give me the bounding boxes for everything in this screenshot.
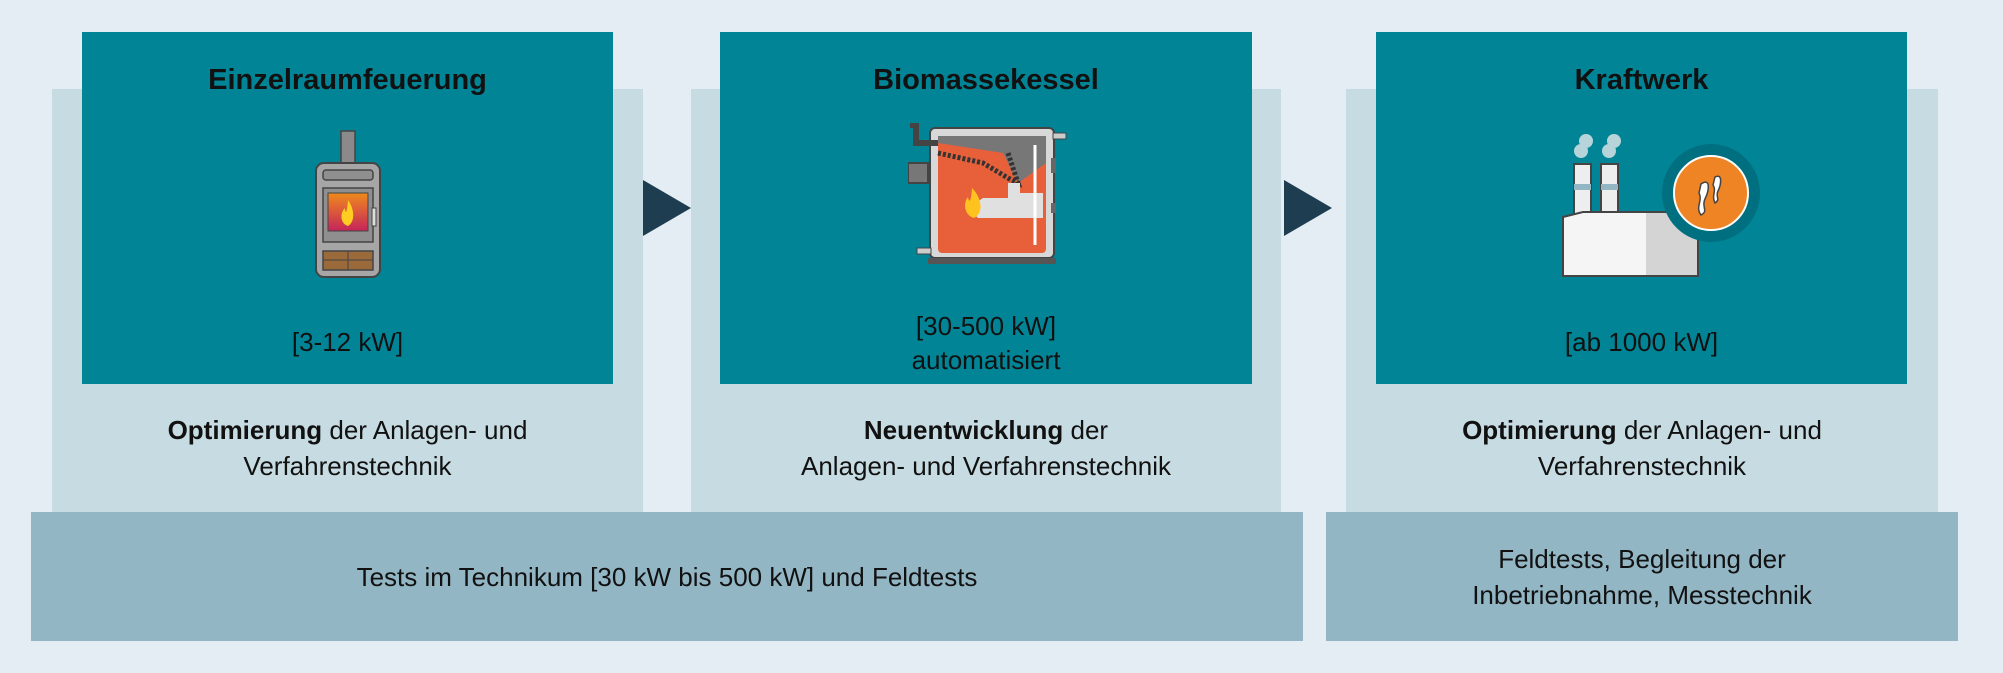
stage-range-2: [30-500 kW] xyxy=(915,311,1057,341)
stage-card-3: Kraftwerk [ab 1000 kW] xyxy=(1376,32,1907,384)
stage-description-2: Neuentwicklung der Anlagen- und Verfahre… xyxy=(691,412,1281,484)
desc-bold: Optimierung xyxy=(167,415,323,445)
stage-description-3: Optimierung der Anlagen- und Verfahrenst… xyxy=(1346,412,1938,484)
stove-icon xyxy=(315,130,381,278)
stage-range-2-subtitle: automatisiert xyxy=(911,345,1061,375)
bottom-bar-tests: Tests im Technikum [30 kW bis 500 kW] un… xyxy=(31,512,1303,641)
power-plant-icon xyxy=(1562,134,1760,277)
stage-title-2: Biomassekessel xyxy=(873,64,1099,96)
desc-bold: Optimierung xyxy=(1462,415,1617,445)
stage-title-3: Kraftwerk xyxy=(1574,64,1709,96)
desc-rest: der Anlagen- und xyxy=(322,415,528,445)
stage-title-1: Einzelraumfeuerung xyxy=(208,64,487,96)
desc-line2: Verfahrenstechnik xyxy=(1537,451,1747,481)
arrow-right-icon xyxy=(1284,180,1332,236)
desc-rest: der Anlagen- und xyxy=(1616,415,1822,445)
arrow-right-icon xyxy=(643,180,691,236)
stage-range-1: [3-12 kW] xyxy=(291,327,404,357)
stage-card-2: Biomassekessel [30-500 kW] automatisiert xyxy=(720,32,1252,384)
stage-description-1: Optimierung der Anlagen- und Verfahrenst… xyxy=(52,412,643,484)
bottom-bar-field-line1: Feldtests, Begleitung der xyxy=(1498,543,1786,574)
bottom-bar-field: Feldtests, Begleitung der Inbetriebnahme… xyxy=(1326,512,1958,641)
desc-bold: Neuentwicklung xyxy=(863,415,1064,445)
desc-line2: Verfahrenstechnik xyxy=(243,451,452,481)
boiler-icon xyxy=(908,123,1067,264)
bottom-bar-tests-text: Tests im Technikum [30 kW bis 500 kW] un… xyxy=(356,561,978,592)
desc-rest: der xyxy=(1063,415,1109,445)
desc-line2: Anlagen- und Verfahrenstechnik xyxy=(800,451,1172,481)
bottom-bar-field-line2: Inbetriebnahme, Messtechnik xyxy=(1472,579,1812,610)
stage-range-3: [ab 1000 kW] xyxy=(1564,327,1719,357)
stage-card-1: Einzelraumfeuerung [3-12 kW] xyxy=(82,32,613,384)
